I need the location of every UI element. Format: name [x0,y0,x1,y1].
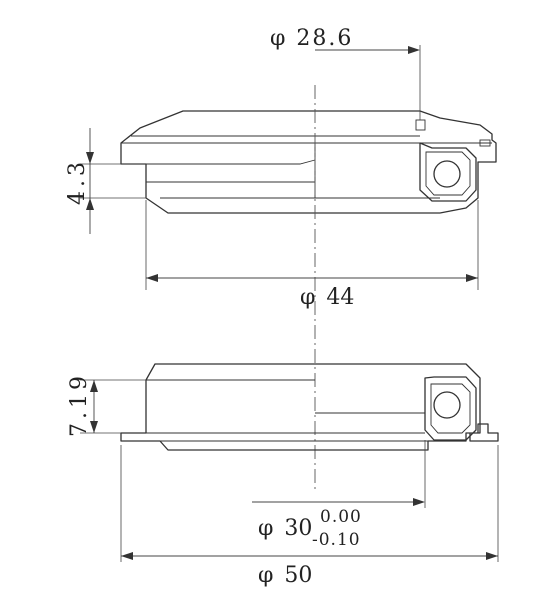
dim-value: 4.3 [65,158,90,205]
tolerance-lower: -0.10 [312,530,361,550]
dim-value: 28.6 [296,26,353,51]
dim-bottom-inner-diameter: φ 30 0.00 -0.10 [252,440,426,550]
phi-symbol: φ [258,516,273,541]
phi-symbol: φ [270,26,285,51]
bottom-cup [120,363,499,451]
svg-text:φ 28.6: φ 28.6 [270,26,353,51]
dim-bottom-outer-diameter: φ 50 [120,445,499,588]
svg-text:φ 44: φ 44 [300,285,354,310]
dim-top-outer-diameter: φ 44 [145,200,479,310]
svg-text:φ 50: φ 50 [258,563,312,588]
dim-value: 30 [284,516,312,541]
top-cup [120,110,497,214]
dim-value: 7.19 [67,372,92,437]
dim-value: 50 [284,563,312,588]
dim-value: 44 [326,285,354,310]
svg-text:φ 30: φ 30 [258,516,312,541]
dim-bottom-height: 7.19 [67,372,146,437]
phi-symbol: φ [300,285,315,310]
tolerance-upper: 0.00 [320,507,362,527]
phi-symbol: φ [258,563,273,588]
dim-top-height: 4.3 [65,128,146,234]
dim-top-inner-diameter: φ 28.6 [270,26,421,120]
